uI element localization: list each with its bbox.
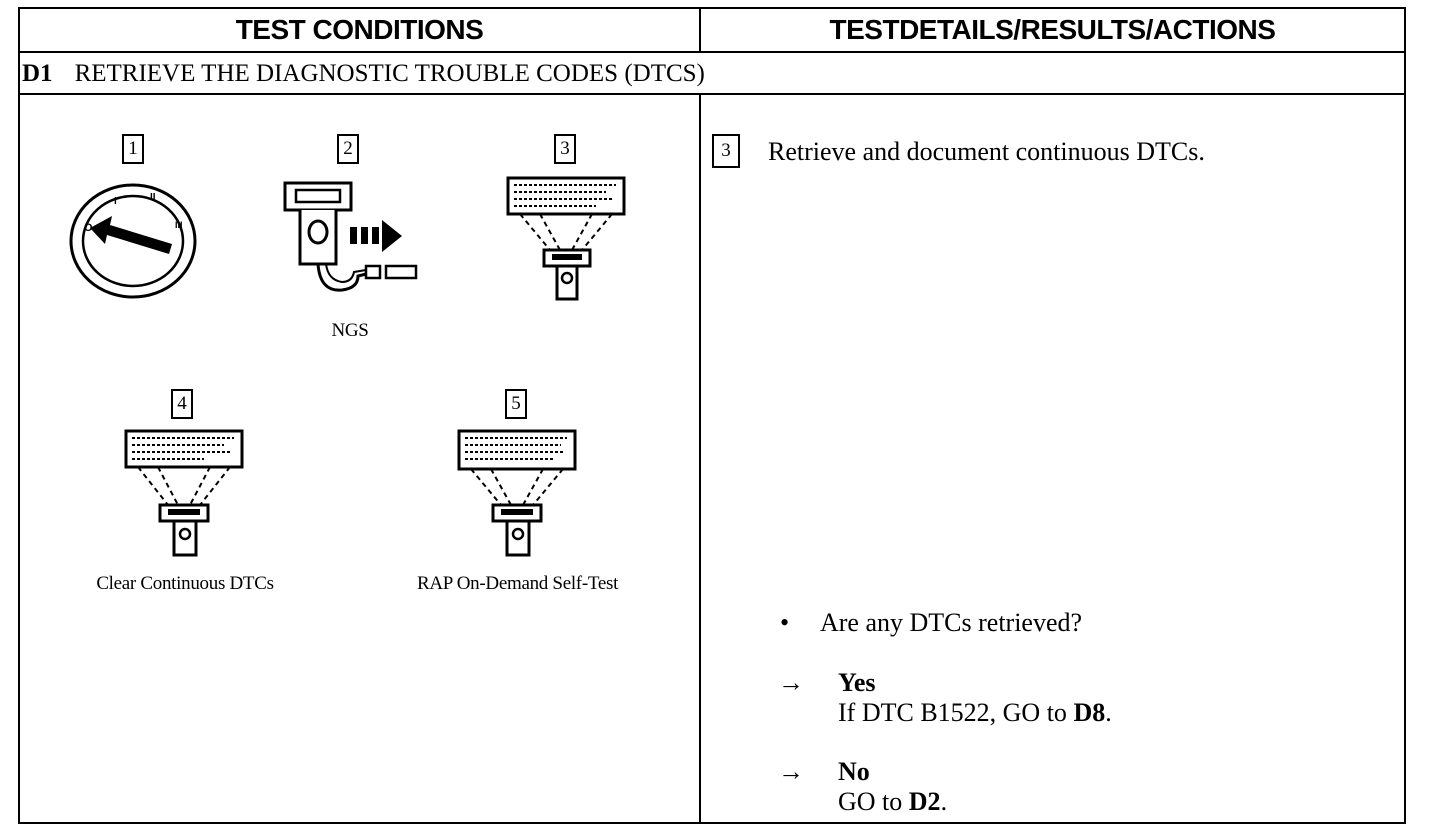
no-action-text: GO to [838,787,909,816]
no-target-link[interactable]: D2 [908,787,941,816]
yes-action: If DTC B1522, GO to D8. [838,698,1112,728]
illustration-number-5: 5 [505,389,527,419]
column-divider [699,7,701,824]
header-test-details: TESTDETAILS/RESULTS/ACTIONS [829,14,1276,45]
question-text: Are any DTCs retrieved? [820,608,1083,637]
ngs-tester-icon [283,181,418,292]
no-action: GO to D2. [838,787,947,817]
ignition-switch-icon: O I II III [69,183,197,299]
instruction-number: 3 [712,134,740,168]
no-arrow: → [778,757,804,786]
ngs-caption: NGS [331,320,369,341]
rap-self-test-caption: RAP On-Demand Self-Test [416,573,619,594]
step-title-row: D1 RETRIEVE THE DIAGNOSTIC TROUBLE CODES… [22,54,705,94]
no-period: . [940,787,948,816]
step-title: RETRIEVE THE DIAGNOSTIC TROUBLE CODES (D… [74,60,705,87]
illustration-number-2: 2 [337,134,359,164]
illustration-number-3: 3 [554,134,576,164]
column-divider-gap [699,52,701,94]
clear-dtcs-tester-icon [124,429,244,557]
yes-action-text: If DTC B1522, GO to [838,698,1074,727]
step-id: D1 [22,60,53,87]
ignition-mark-3: III [175,220,183,230]
header-test-conditions: TEST CONDITIONS [235,14,484,45]
rap-self-test-tester-icon [457,429,577,557]
no-label: No [838,757,870,786]
header-divider [18,51,1406,53]
ignition-mark-1: I [114,196,117,207]
yes-label: Yes [838,668,876,697]
instruction-text: Retrieve and document continuous DTCs. [768,137,1205,166]
tester-display-icon [506,176,626,301]
question-bullet: • [780,608,790,637]
yes-target-link[interactable]: D8 [1073,698,1106,727]
clear-dtcs-caption: Clear Continuous DTCs [96,573,274,594]
illustration-number-1: 1 [122,134,144,164]
yes-arrow: → [778,668,804,697]
step-row-divider [18,93,1406,95]
table-frame [18,7,1406,824]
ignition-mark-2: II [150,192,156,203]
yes-period: . [1105,698,1112,727]
illustration-number-4: 4 [171,389,193,419]
ignition-mark-0: O [84,222,93,234]
